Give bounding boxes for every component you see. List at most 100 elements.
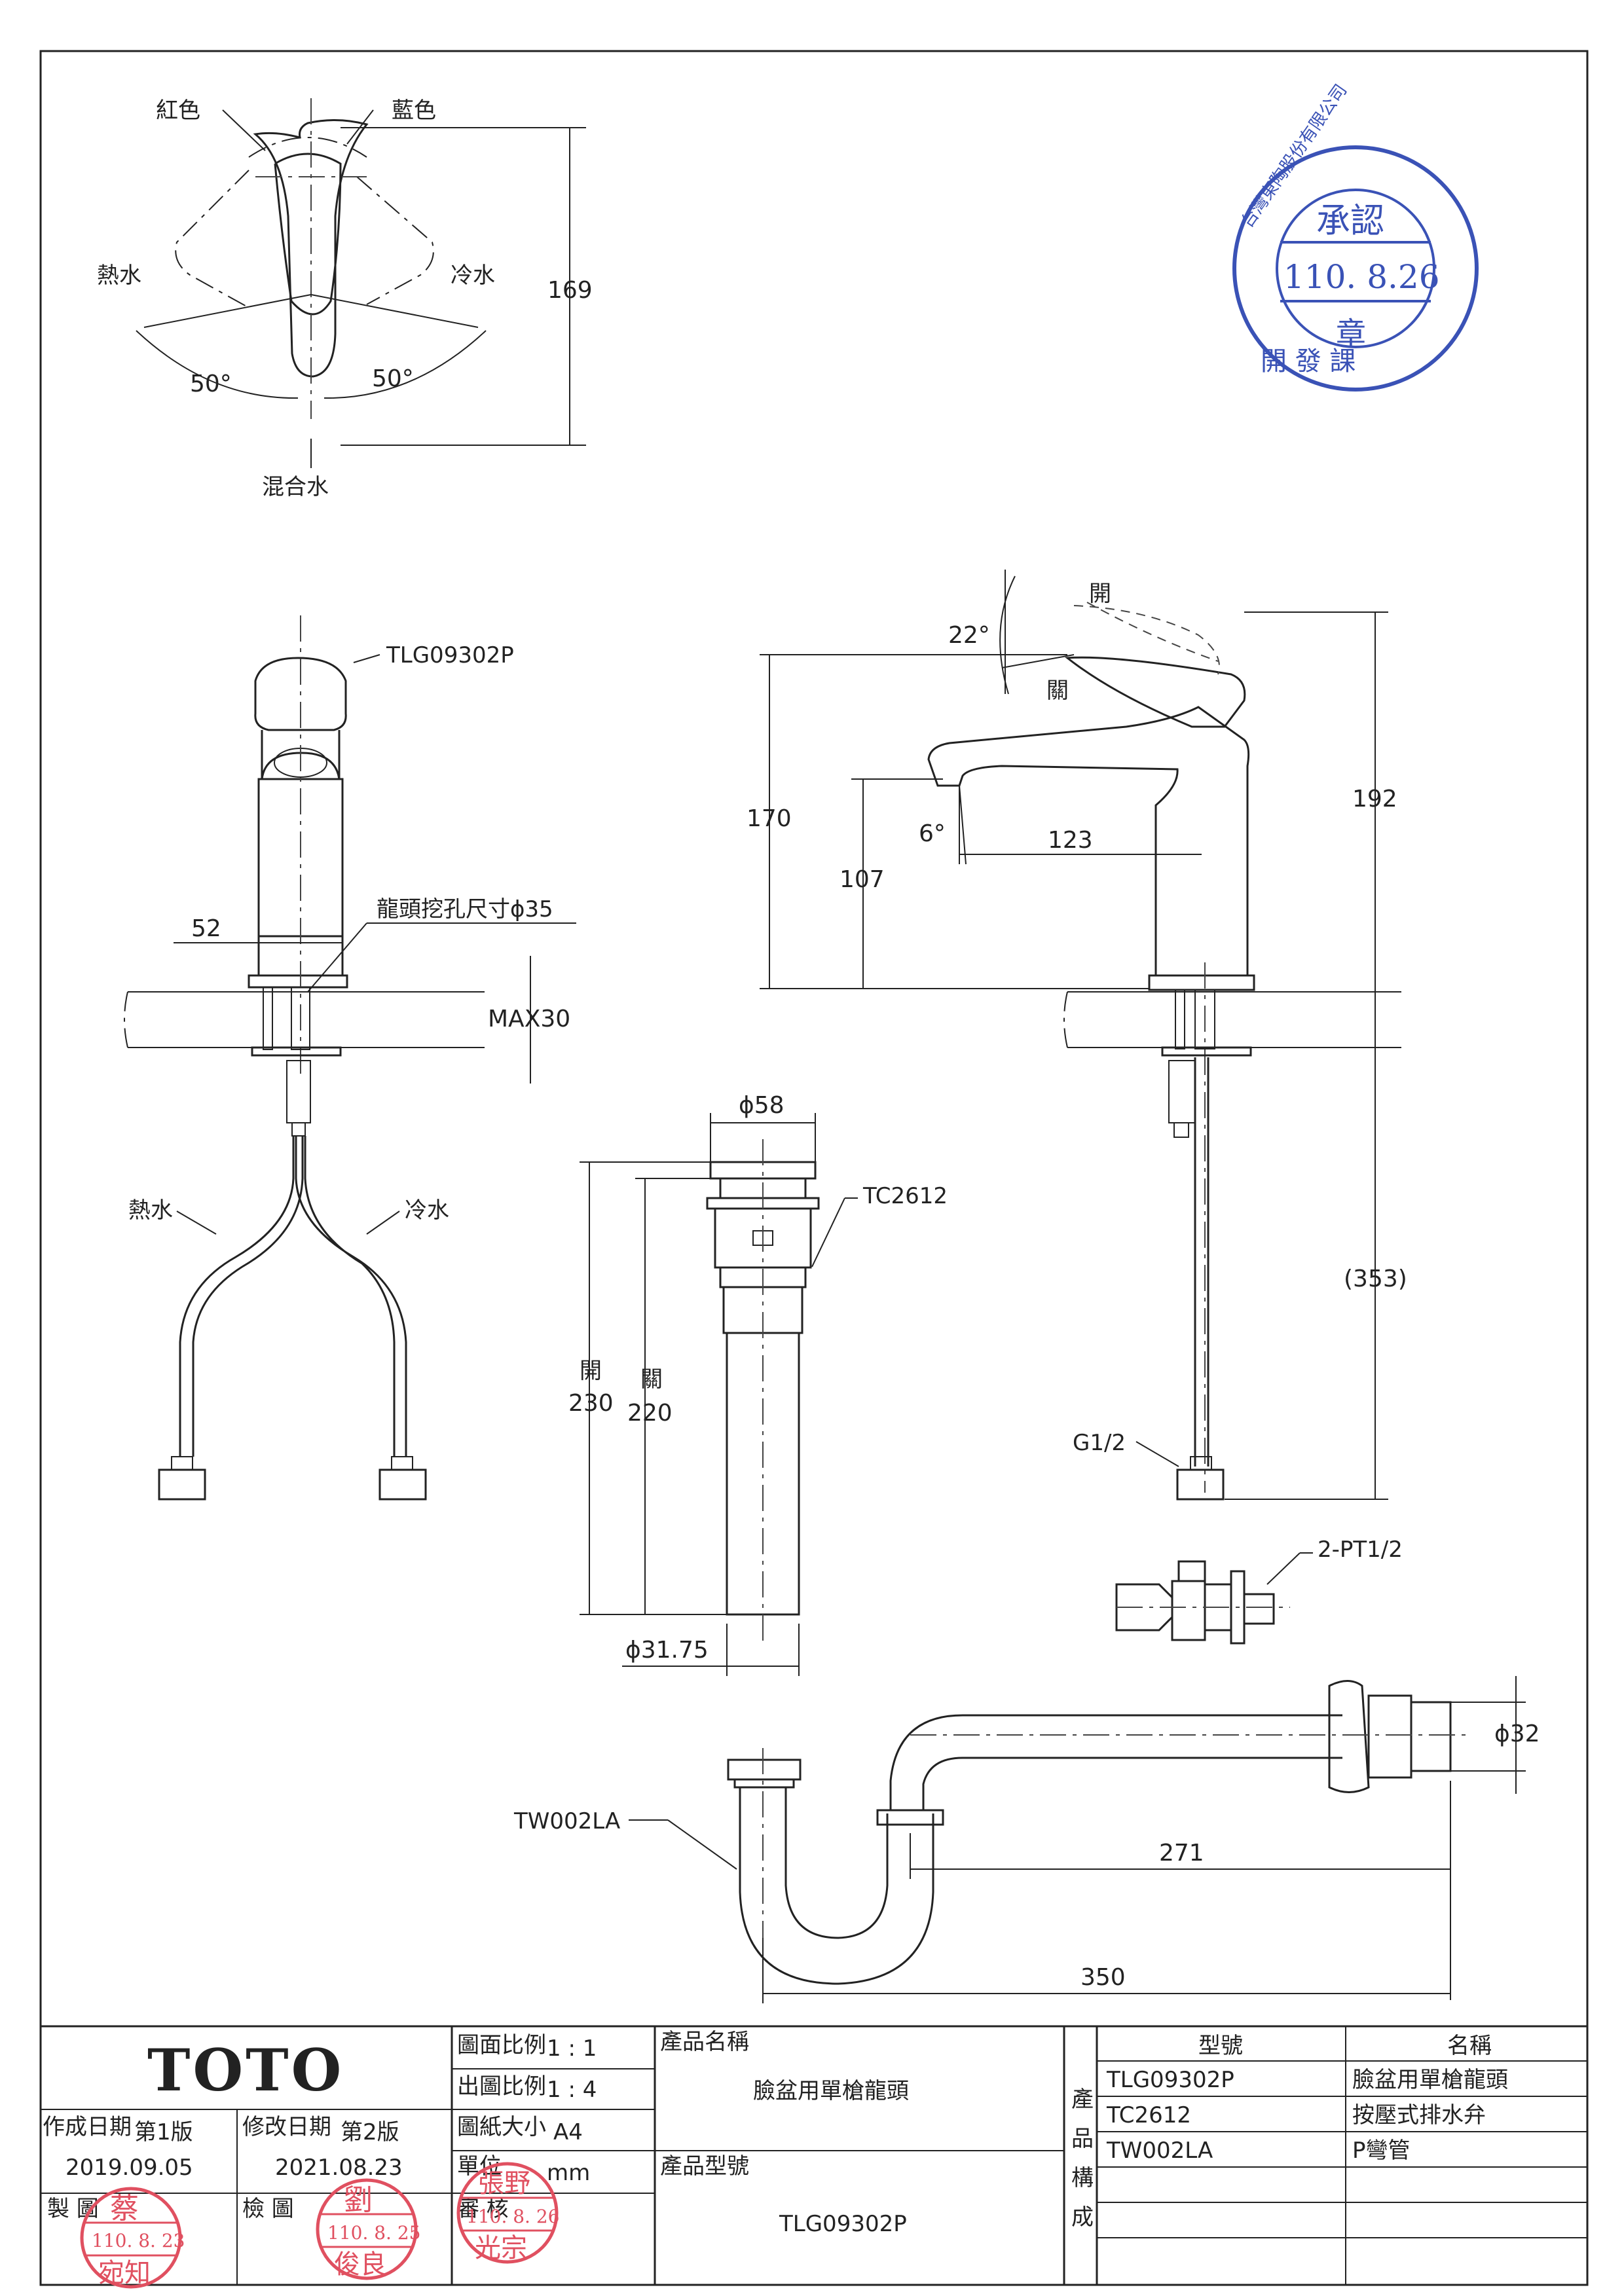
angle-valve: 2-PT1/2 xyxy=(1115,1537,1403,1645)
top-view: 紅色 藍色 熱水 冷水 50° 50° 混合水 169 xyxy=(97,98,593,500)
red-label: 紅色 xyxy=(156,98,200,124)
front-view: TLG09302P 52 龍頭挖孔尺寸ϕ35 MAX30 熱水 冷水 xyxy=(124,615,576,1501)
product-name-label: 產品名稱 xyxy=(660,2029,749,2055)
revised-version: 第2版 xyxy=(341,2119,399,2145)
drain-model-label: TC2612 xyxy=(862,1183,948,1209)
composition-char-1: 產 xyxy=(1071,2086,1094,2113)
cold-label-front: 冷水 xyxy=(405,1197,449,1224)
scale-draw-label: 圖面比例 xyxy=(457,2032,546,2058)
p-trap-outline xyxy=(739,1787,934,1985)
drain-dia-bottom: ϕ31.75 xyxy=(625,1637,709,1664)
toto-logo: TOTO xyxy=(147,2036,344,2104)
check-stamp-name-bottom: 俊良 xyxy=(334,2250,386,2280)
handle-top-outline xyxy=(253,119,369,378)
hole-size-label: 龍頭挖孔尺寸ϕ35 xyxy=(377,896,553,922)
blue-label: 藍色 xyxy=(392,98,436,124)
side-angle-6: 6° xyxy=(919,820,946,847)
review-stamp: 張野 110. 8. 26 光宗 xyxy=(456,2162,560,2264)
created-label: 作成日期 xyxy=(43,2114,132,2140)
review-stamp-date: 110. 8. 26 xyxy=(466,2206,560,2227)
dim-107: 107 xyxy=(840,866,885,893)
dim-353: (353) xyxy=(1344,1266,1407,1292)
revised-date: 2021.08.23 xyxy=(275,2155,403,2181)
scale-print-label: 出圖比例 xyxy=(457,2073,546,2100)
max-label: MAX30 xyxy=(488,1006,570,1032)
cold-hose xyxy=(295,1136,407,1457)
right-angle-label: 50° xyxy=(372,365,414,392)
front-handle xyxy=(254,657,347,731)
drain-close-label: 關 xyxy=(640,1366,663,1393)
paper-label: 圖紙大小 xyxy=(457,2114,546,2140)
check-stamp-name-top: 劉 xyxy=(344,2183,373,2217)
pt-label: 2-PT1/2 xyxy=(1318,1537,1403,1563)
part-2-model: TC2612 xyxy=(1106,2102,1191,2128)
hot-hose xyxy=(179,1136,304,1457)
check-stamp-date: 110. 8. 25 xyxy=(327,2222,421,2244)
side-angle-22: 22° xyxy=(948,622,990,649)
composition-char-4: 成 xyxy=(1071,2204,1094,2231)
drain-view: ϕ58 TC2612 開 230 關 220 ϕ31.75 xyxy=(568,1092,948,1676)
hot-label-top: 熱水 xyxy=(97,263,141,289)
sheet-border xyxy=(39,50,1589,2286)
dim-271: 271 xyxy=(1159,1840,1204,1867)
drain-open-label: 開 xyxy=(580,1358,602,1384)
part-3-name: P彎管 xyxy=(1352,2138,1411,2164)
draw-stamp-name-bottom: 宛知 xyxy=(98,2258,151,2288)
approval-dept: 開 發 課 xyxy=(1261,346,1356,376)
title-block: TOTO 作成日期 第1版 2019.09.05 修改日期 第2版 2021.0… xyxy=(41,2025,1587,2285)
g-label: G1/2 xyxy=(1073,1430,1126,1456)
trap-dia: ϕ32 xyxy=(1494,1721,1540,1747)
part-1-model: TLG09302P xyxy=(1106,2067,1234,2093)
review-stamp-name-top: 張野 xyxy=(478,2168,530,2198)
product-model: TLG09302P xyxy=(779,2211,907,2237)
mix-label: 混合水 xyxy=(262,474,329,500)
review-stamp-name-bottom: 光宗 xyxy=(475,2233,527,2263)
drain-open-dim: 230 xyxy=(568,1390,614,1417)
check-stamp: 劉 110. 8. 25 俊良 xyxy=(316,2178,421,2280)
height-dim-label: 169 xyxy=(547,277,593,304)
side-spout-body xyxy=(927,706,1250,977)
revised-label: 修改日期 xyxy=(242,2114,331,2140)
dim-350: 350 xyxy=(1080,1964,1126,1991)
draw-stamp-name-top: 蔡 xyxy=(110,2192,139,2225)
side-close-label: 關 xyxy=(1046,678,1069,704)
approval-mark: 章 xyxy=(1336,316,1366,351)
part-3-model: TW002LA xyxy=(1106,2138,1213,2164)
front-model-label: TLG09302P xyxy=(386,642,514,668)
composition-char-2: 品 xyxy=(1071,2126,1094,2152)
approval-title: 承認 xyxy=(1316,202,1384,241)
side-handle xyxy=(1065,656,1246,728)
drain-dia-top: ϕ58 xyxy=(739,1092,784,1119)
product-model-label: 產品型號 xyxy=(660,2153,749,2179)
product-name: 臉盆用單槍龍頭 xyxy=(753,2078,909,2104)
review-label: 審 核 xyxy=(457,2196,509,2222)
check-label: 檢 圖 xyxy=(242,2196,294,2222)
created-date: 2019.09.05 xyxy=(65,2155,193,2181)
left-angle-arc xyxy=(136,330,299,399)
unit-value: mm xyxy=(547,2160,590,2186)
p-trap-view: TW002LA ϕ32 271 350 xyxy=(513,1676,1540,2003)
composition-char-3: 構 xyxy=(1071,2165,1094,2191)
paper-value: A4 xyxy=(553,2119,583,2145)
part-1-name: 臉盆用單槍龍頭 xyxy=(1352,2067,1508,2093)
approval-date: 110. 8.26 xyxy=(1283,258,1440,296)
approval-stamp: 台灣東陶股份有限公司 承認 110. 8.26 章 開 發 課 xyxy=(1232,81,1479,392)
side-open-label: 開 xyxy=(1089,581,1111,607)
part-2-name: 按壓式排水弁 xyxy=(1352,2102,1486,2128)
right-angle-arc xyxy=(323,330,487,399)
draw-stamp-date: 110. 8. 23 xyxy=(92,2230,185,2251)
side-handle-open xyxy=(1073,605,1220,675)
table-header-model: 型號 xyxy=(1198,2033,1243,2059)
drain-close-dim: 220 xyxy=(627,1400,673,1427)
scale-print-value: 1 : 4 xyxy=(547,2077,597,2103)
width-dim-label: 52 xyxy=(191,915,221,942)
created-version: 第1版 xyxy=(134,2119,193,2145)
side-view: 開 關 22° 6° 123 170 107 192 (353) G1/2 xyxy=(747,570,1407,1501)
dim-170: 170 xyxy=(747,805,792,832)
cold-label-top: 冷水 xyxy=(451,263,495,289)
dim-123: 123 xyxy=(1048,827,1093,854)
trap-model-label: TW002LA xyxy=(513,1808,620,1834)
hot-label-front: 熱水 xyxy=(128,1197,173,1224)
